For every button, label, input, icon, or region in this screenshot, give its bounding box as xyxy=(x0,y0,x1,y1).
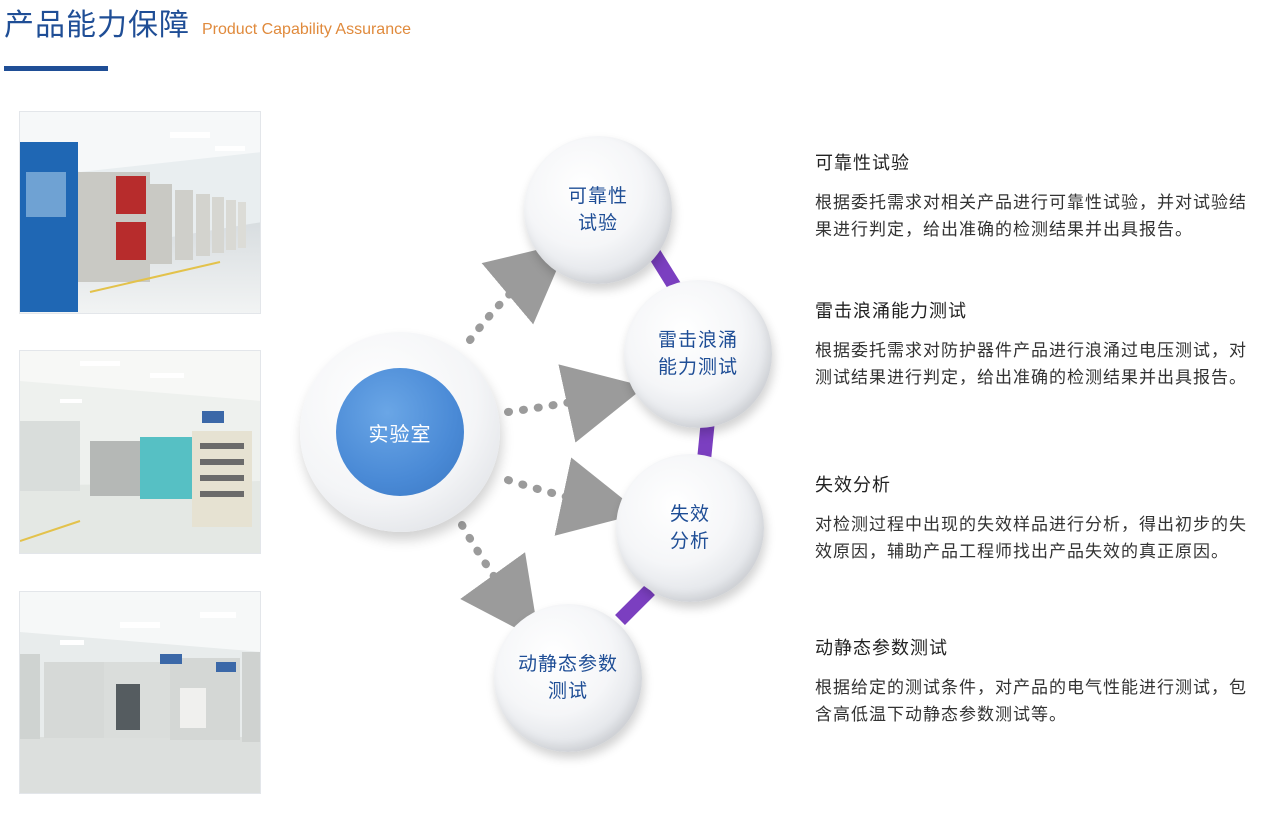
section-surge: 雷击浪涌能力测试 根据委托需求对防护器件产品进行浪涌过电压测试，对测试结果进行判… xyxy=(815,300,1260,392)
section-body: 根据委托需求对相关产品进行可靠性试验，并对试验结果进行判定，给出准确的检测结果并… xyxy=(815,193,1247,240)
node-failure-analysis: 失效 分析 xyxy=(616,454,764,602)
arrow-to-failure xyxy=(504,457,642,536)
hub-lab: 实验室 xyxy=(336,368,464,496)
section-title: 雷击浪涌能力测试 xyxy=(815,301,967,322)
diagram-connectors xyxy=(458,242,715,641)
node-surge-test: 雷击浪涌 能力测试 xyxy=(624,280,772,428)
section-failure-analysis: 失效分析 对检测过程中出现的失效样品进行分析，得出初步的失效原因，辅助产品工程师… xyxy=(815,474,1260,566)
chain-link-3 xyxy=(615,585,655,625)
section-title: 失效分析 xyxy=(815,475,891,496)
lab-photo-chambers xyxy=(19,111,261,314)
arrow-to-reliability xyxy=(466,242,569,344)
node-reliability-test: 可靠性 试验 xyxy=(524,136,672,284)
section-reliability: 可靠性试验 根据委托需求对相关产品进行可靠性试验，并对试验结果进行判定，给出准确… xyxy=(815,152,1260,244)
lab-photo-test-room xyxy=(19,350,261,554)
section-parameter-test: 动静态参数测试 根据给定的测试条件，对产品的电气性能进行测试，包含高低温下动静态… xyxy=(815,637,1260,729)
section-title: 可靠性试验 xyxy=(815,153,910,174)
page-subtitle: Product Capability Assurance xyxy=(202,21,411,38)
lab-capability-diagram: 实验室 可靠性 试验 雷击浪涌 能力测试 失效 分析 动静态参数 测试 xyxy=(280,120,800,780)
lab-photo-corridor xyxy=(19,591,261,794)
section-body: 根据委托需求对防护器件产品进行浪涌过电压测试，对测试结果进行判定，给出准确的检测… xyxy=(815,341,1247,388)
section-body: 对检测过程中出现的失效样品进行分析，得出初步的失效原因，辅助产品工程师找出产品失… xyxy=(815,515,1247,562)
section-body: 根据给定的测试条件，对产品的电气性能进行测试，包含高低温下动静态参数测试等。 xyxy=(815,678,1247,725)
arrow-to-static-dynamic xyxy=(458,521,540,641)
section-title: 动静态参数测试 xyxy=(815,638,948,659)
node-parameter-test: 动静态参数 测试 xyxy=(494,604,642,752)
title-underline xyxy=(4,66,108,71)
arrow-to-surge xyxy=(504,364,646,443)
page-title: 产品能力保障 xyxy=(4,8,190,43)
